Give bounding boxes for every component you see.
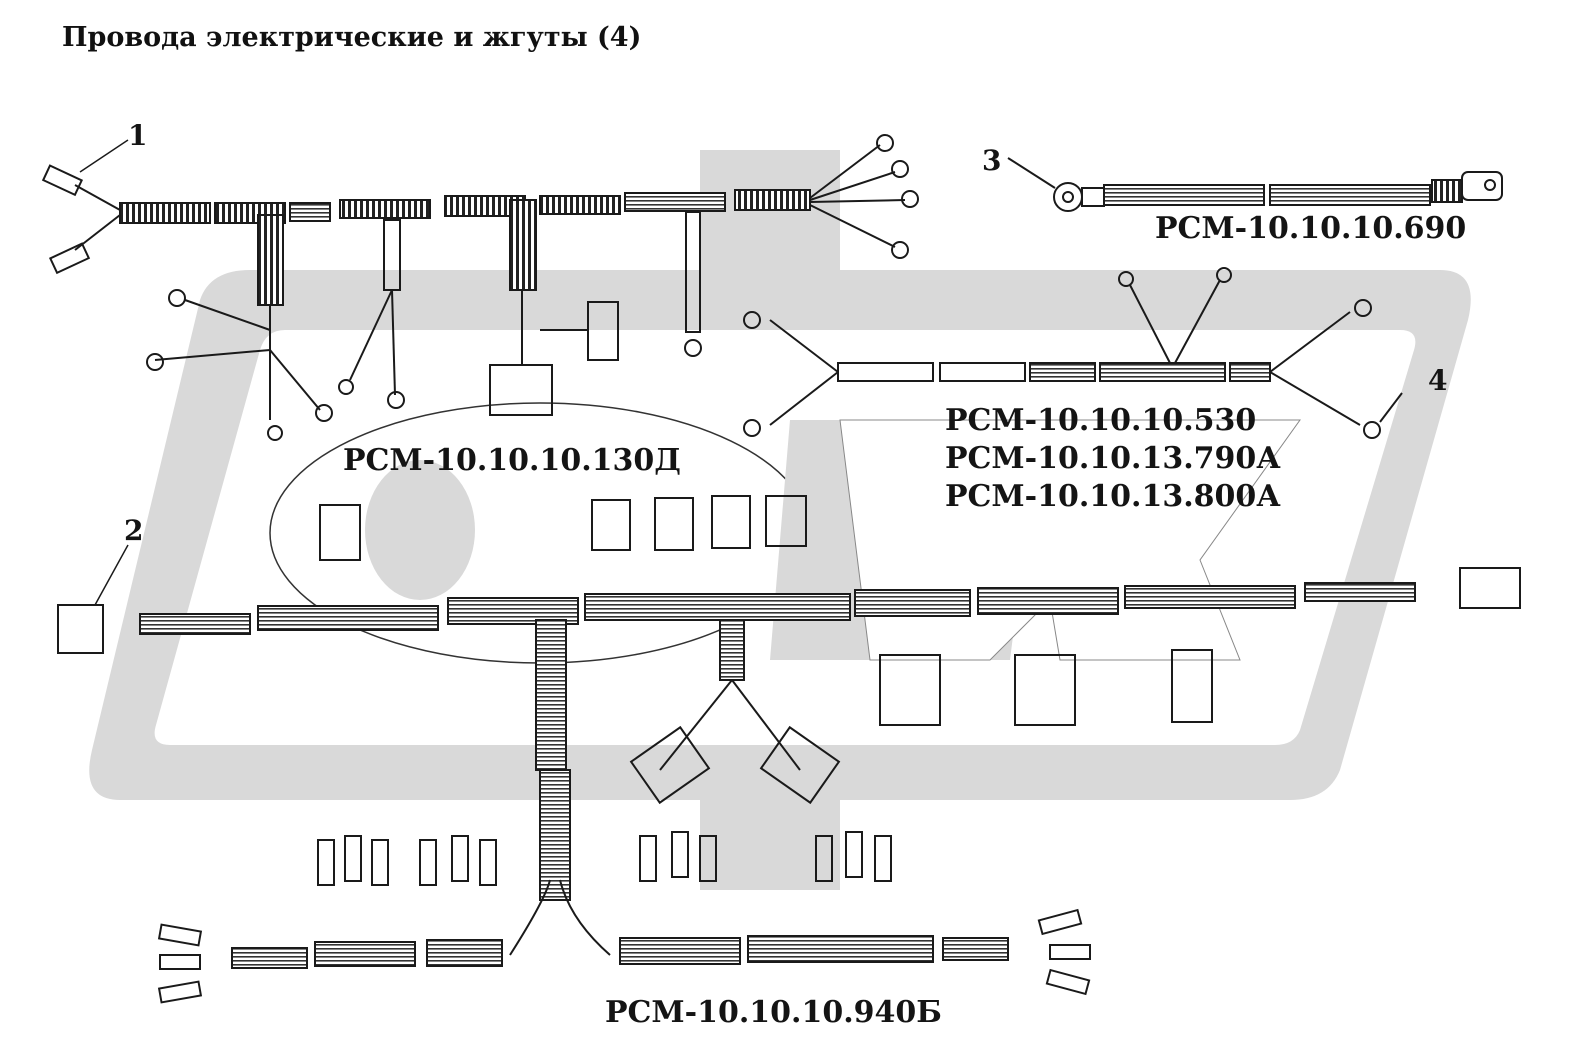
callout-4: 4 (1428, 364, 1447, 397)
part-label-harness-4-c: РСМ-10.10.13.800А (945, 479, 1281, 514)
harness-4 (743, 267, 1403, 439)
page-title: Провода электрические и жгуты (4) (62, 22, 642, 53)
part-label-harness-3: РСМ-10.10.10.690 (1155, 211, 1466, 246)
harness-2 (57, 495, 1521, 901)
callout-1: 1 (128, 119, 147, 152)
harness-1 (41, 134, 919, 441)
part-label-harness-bottom: РСМ-10.10.10.940Б (605, 995, 942, 1030)
part-label-harness-4-a: РСМ-10.10.10.530 (945, 403, 1256, 438)
harness-3 (1007, 157, 1503, 212)
callout-2: 2 (124, 514, 143, 547)
part-label-harness-1: РСМ-10.10.10.130Д (343, 443, 681, 478)
part-label-harness-4-b: РСМ-10.10.13.790А (945, 441, 1281, 476)
harness-bottom (157, 831, 1091, 1004)
callout-leaders (79, 139, 129, 606)
callout-3: 3 (982, 144, 1001, 177)
watermark-logo (89, 150, 1471, 890)
